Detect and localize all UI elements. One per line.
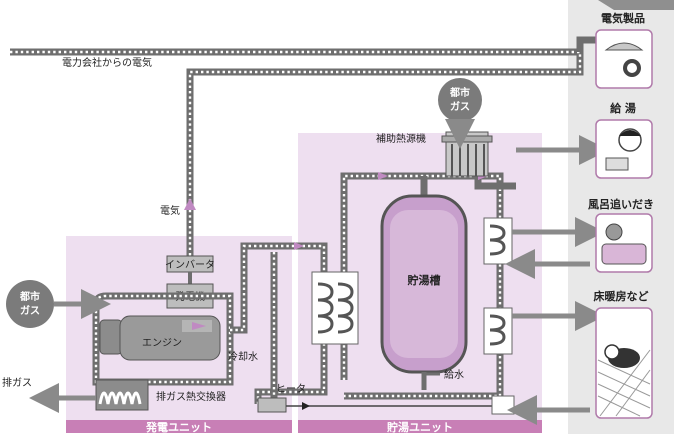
power-company-label: 電力会社からの電気	[62, 56, 152, 69]
tank-label: 貯湯槽	[408, 273, 441, 287]
exhaust-heat-exchanger	[95, 379, 149, 411]
engine	[99, 315, 221, 361]
aux-heat-label: 補助熱源機	[376, 132, 426, 145]
gas-top-circle	[438, 78, 482, 122]
floor-heating-label: 床暖房など	[594, 289, 649, 303]
exhaust-label: 排ガス	[2, 376, 32, 389]
coolant-label: 冷却水	[228, 350, 258, 363]
exhaust-hx-label: 排ガス熱交換器	[156, 390, 226, 403]
heat-line	[230, 242, 328, 404]
heater-label: ヒータ	[276, 383, 306, 395]
appliances-tile	[595, 29, 653, 89]
svg-text:ガス: ガス	[450, 100, 470, 113]
storage-unit-band	[298, 420, 542, 433]
electricity-label: 電気	[160, 204, 180, 217]
generator-unit-label: 発電ユニット	[145, 420, 212, 434]
storage-unit-label: 貯湯ユニット	[387, 420, 453, 434]
corner-tab	[598, 0, 674, 10]
bath-reheat-label: 風呂追いだき	[588, 197, 654, 211]
gas-left-circle	[6, 280, 54, 328]
svg-text:ガス: ガス	[20, 304, 40, 317]
inverter-label: インバータ	[165, 259, 215, 271]
appliances-label: 電気製品	[601, 11, 645, 25]
electric-lines	[10, 36, 600, 258]
hot-water-label: 給 湯	[610, 101, 636, 115]
generator-unit-band	[66, 420, 292, 433]
svg-text:都市: 都市	[449, 86, 470, 99]
electricity-arrow	[184, 198, 196, 210]
water-supply-label: 給水	[444, 368, 464, 381]
svg-text:都市: 都市	[19, 290, 40, 303]
heater-box	[257, 397, 287, 413]
storage-tank	[380, 194, 468, 374]
engine-label: エンジン	[142, 338, 182, 349]
